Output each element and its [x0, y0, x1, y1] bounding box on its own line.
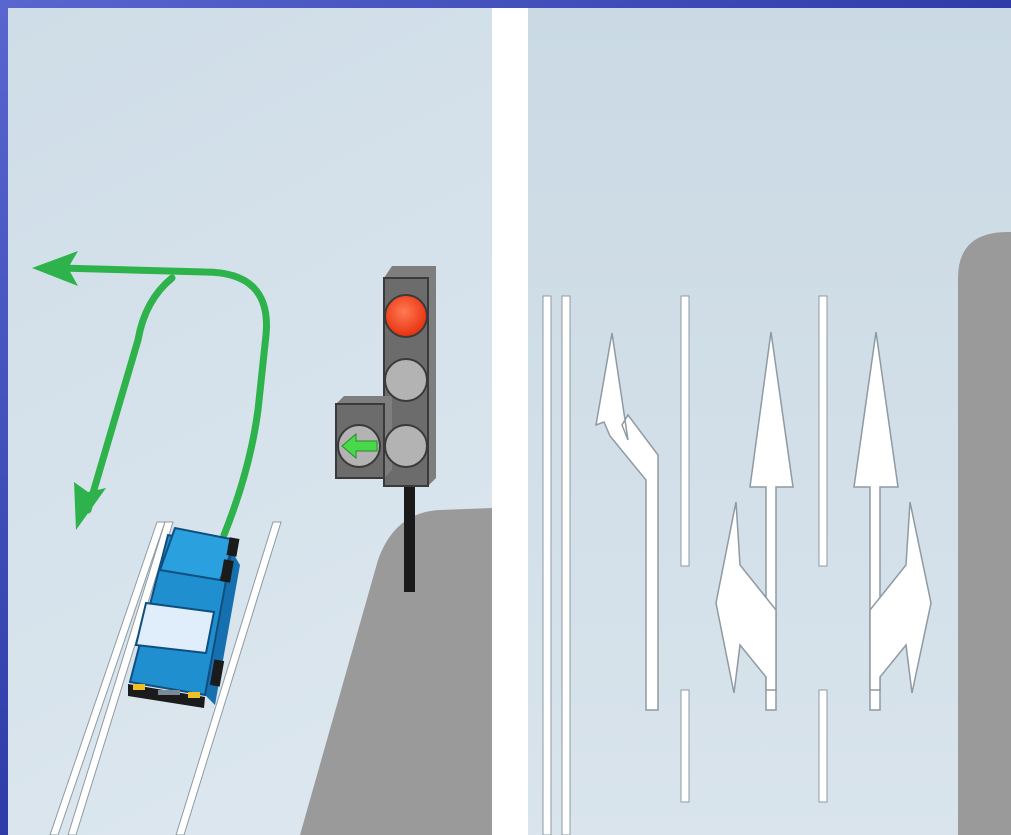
left-panel — [8, 8, 492, 835]
panel-divider — [492, 8, 528, 835]
green-signal-off-icon — [384, 424, 428, 468]
lane-lines — [542, 295, 828, 835]
road-lines — [49, 521, 282, 835]
lane-arrow-straight-right-icon — [853, 331, 932, 711]
traffic-light-pole — [404, 478, 415, 592]
car-icon — [128, 526, 240, 708]
maneuver-arrows — [56, 264, 270, 539]
right-panel — [528, 8, 1011, 835]
lane-arrow-left-icon — [595, 332, 659, 711]
lane-arrow-straight-left-icon — [715, 331, 794, 711]
u-turn-arrow-path — [56, 264, 270, 539]
left-turn-arrowhead-icon — [74, 482, 106, 530]
red-signal-icon — [384, 294, 428, 338]
curb-left-panel — [300, 508, 492, 835]
curb-right-panel — [958, 232, 1011, 835]
left-turn-arrow-path — [84, 274, 176, 514]
yellow-signal-off-icon — [384, 358, 428, 402]
extra-section-left-arrow-icon — [341, 432, 378, 460]
u-turn-arrowhead-icon — [32, 251, 78, 286]
traffic-light-icon — [335, 266, 436, 592]
